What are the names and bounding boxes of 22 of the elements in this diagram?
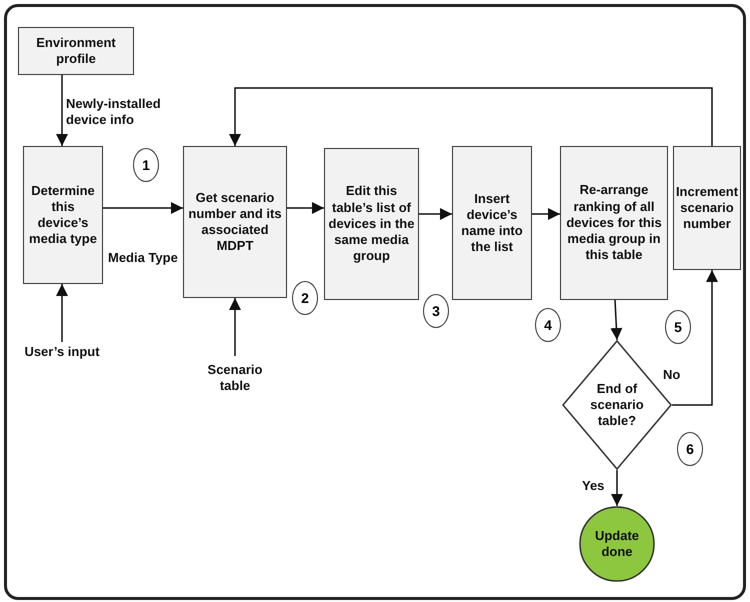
arrow [419, 208, 452, 220]
end-circle: Update done [579, 506, 655, 582]
process-box: Get scenario number and its associated MDPT [183, 146, 287, 298]
arrow [610, 300, 622, 340]
process-box: Increment scenario number [673, 146, 741, 270]
arrow [103, 202, 183, 214]
process-box: Determine this device’s media type [23, 146, 103, 284]
arrow [56, 75, 68, 146]
arrow [56, 284, 68, 342]
process-box: Insert device’s name into the list [452, 146, 532, 300]
process-box: Environment profile [18, 27, 134, 75]
arrow [229, 87, 713, 146]
arrow [287, 202, 324, 214]
process-box: Edit this table’s list of devices in the same media group [324, 148, 419, 300]
arrow [611, 470, 623, 506]
arrow [229, 298, 241, 356]
process-box: Re-arrange ranking of all devices for this media group in this table [560, 146, 668, 300]
input-label: User’s input [20, 342, 104, 362]
arrow [672, 270, 718, 406]
edge-label: Media Type [108, 250, 178, 266]
arrow [532, 208, 560, 220]
input-label: Scenario table [200, 356, 270, 400]
